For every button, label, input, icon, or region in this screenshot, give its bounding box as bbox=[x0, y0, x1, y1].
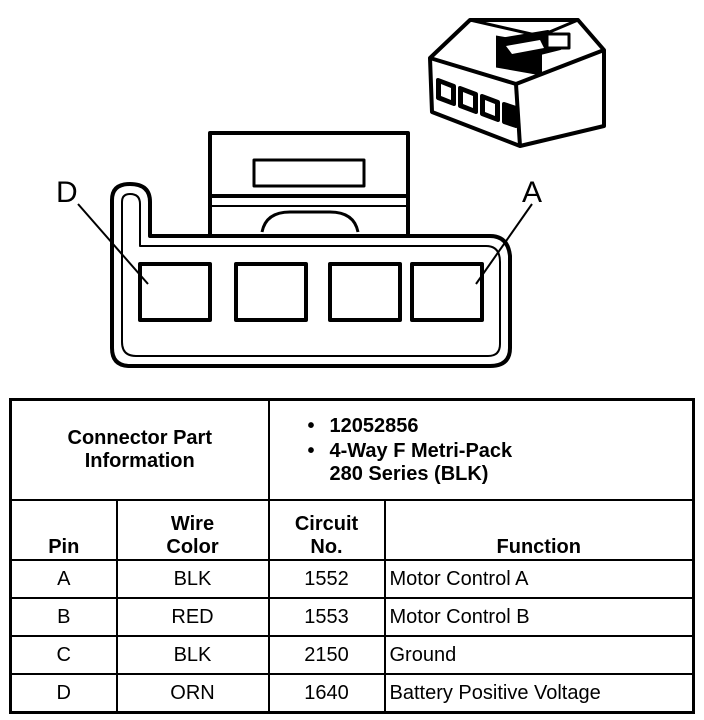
col-header-function: Function bbox=[383, 499, 695, 561]
cell-pin: D bbox=[9, 673, 118, 714]
cell-function: Battery Positive Voltage bbox=[383, 673, 695, 714]
cell-wire: BLK bbox=[115, 635, 270, 675]
cell-circuit: 1553 bbox=[267, 597, 386, 637]
leader-line-a bbox=[475, 203, 533, 285]
connector-info-table: Connector Part Information 12052856 4-Wa… bbox=[9, 398, 695, 714]
connector-latch bbox=[208, 131, 410, 245]
column-header-row: Pin Wire Color Circuit No. Function bbox=[9, 499, 695, 561]
cell-wire: RED bbox=[115, 597, 270, 637]
cell-function: Motor Control B bbox=[383, 597, 695, 637]
col-header-pin: Pin bbox=[9, 499, 118, 561]
part-number: 12052856 bbox=[308, 415, 689, 438]
cell-wire: BLK bbox=[115, 559, 270, 599]
part-description: 4-Way F Metri-Pack 280 Series (BLK) bbox=[308, 440, 689, 486]
cell-circuit: 1552 bbox=[267, 559, 386, 599]
pin-cavity-c bbox=[234, 262, 308, 322]
table-row: A BLK 1552 Motor Control A bbox=[9, 559, 695, 599]
connector-face-view bbox=[77, 131, 533, 368]
col-header-circuit: Circuit No. bbox=[267, 499, 386, 561]
cell-circuit: 1640 bbox=[267, 673, 386, 714]
table-row: C BLK 2150 Ground bbox=[9, 635, 695, 675]
cell-pin: C bbox=[9, 635, 118, 675]
cell-function: Motor Control A bbox=[383, 559, 695, 599]
cell-function: Ground bbox=[383, 635, 695, 675]
connector-diagram: D A bbox=[56, 18, 606, 368]
cell-pin: B bbox=[9, 597, 118, 637]
cell-wire: ORN bbox=[115, 673, 270, 714]
pin-label-d: D bbox=[56, 176, 78, 209]
pin-cavity-d bbox=[138, 262, 212, 322]
table-row: B RED 1553 Motor Control B bbox=[9, 597, 695, 637]
cell-circuit: 2150 bbox=[267, 635, 386, 675]
connector-part-row: Connector Part Information 12052856 4-Wa… bbox=[9, 398, 695, 501]
pin-cavity-a bbox=[410, 262, 484, 322]
pin-cavity-b bbox=[328, 262, 402, 322]
table-row: D ORN 1640 Battery Positive Voltage bbox=[9, 673, 695, 714]
leader-line-d bbox=[77, 203, 149, 285]
col-header-wire-color: Wire Color bbox=[115, 499, 270, 561]
pin-label-a: A bbox=[522, 176, 542, 209]
connector-isometric-view bbox=[428, 18, 606, 148]
connector-part-header: Connector Part Information bbox=[9, 398, 270, 501]
connector-part-info: 12052856 4-Way F Metri-Pack 280 Series (… bbox=[267, 398, 695, 501]
cell-pin: A bbox=[9, 559, 118, 599]
